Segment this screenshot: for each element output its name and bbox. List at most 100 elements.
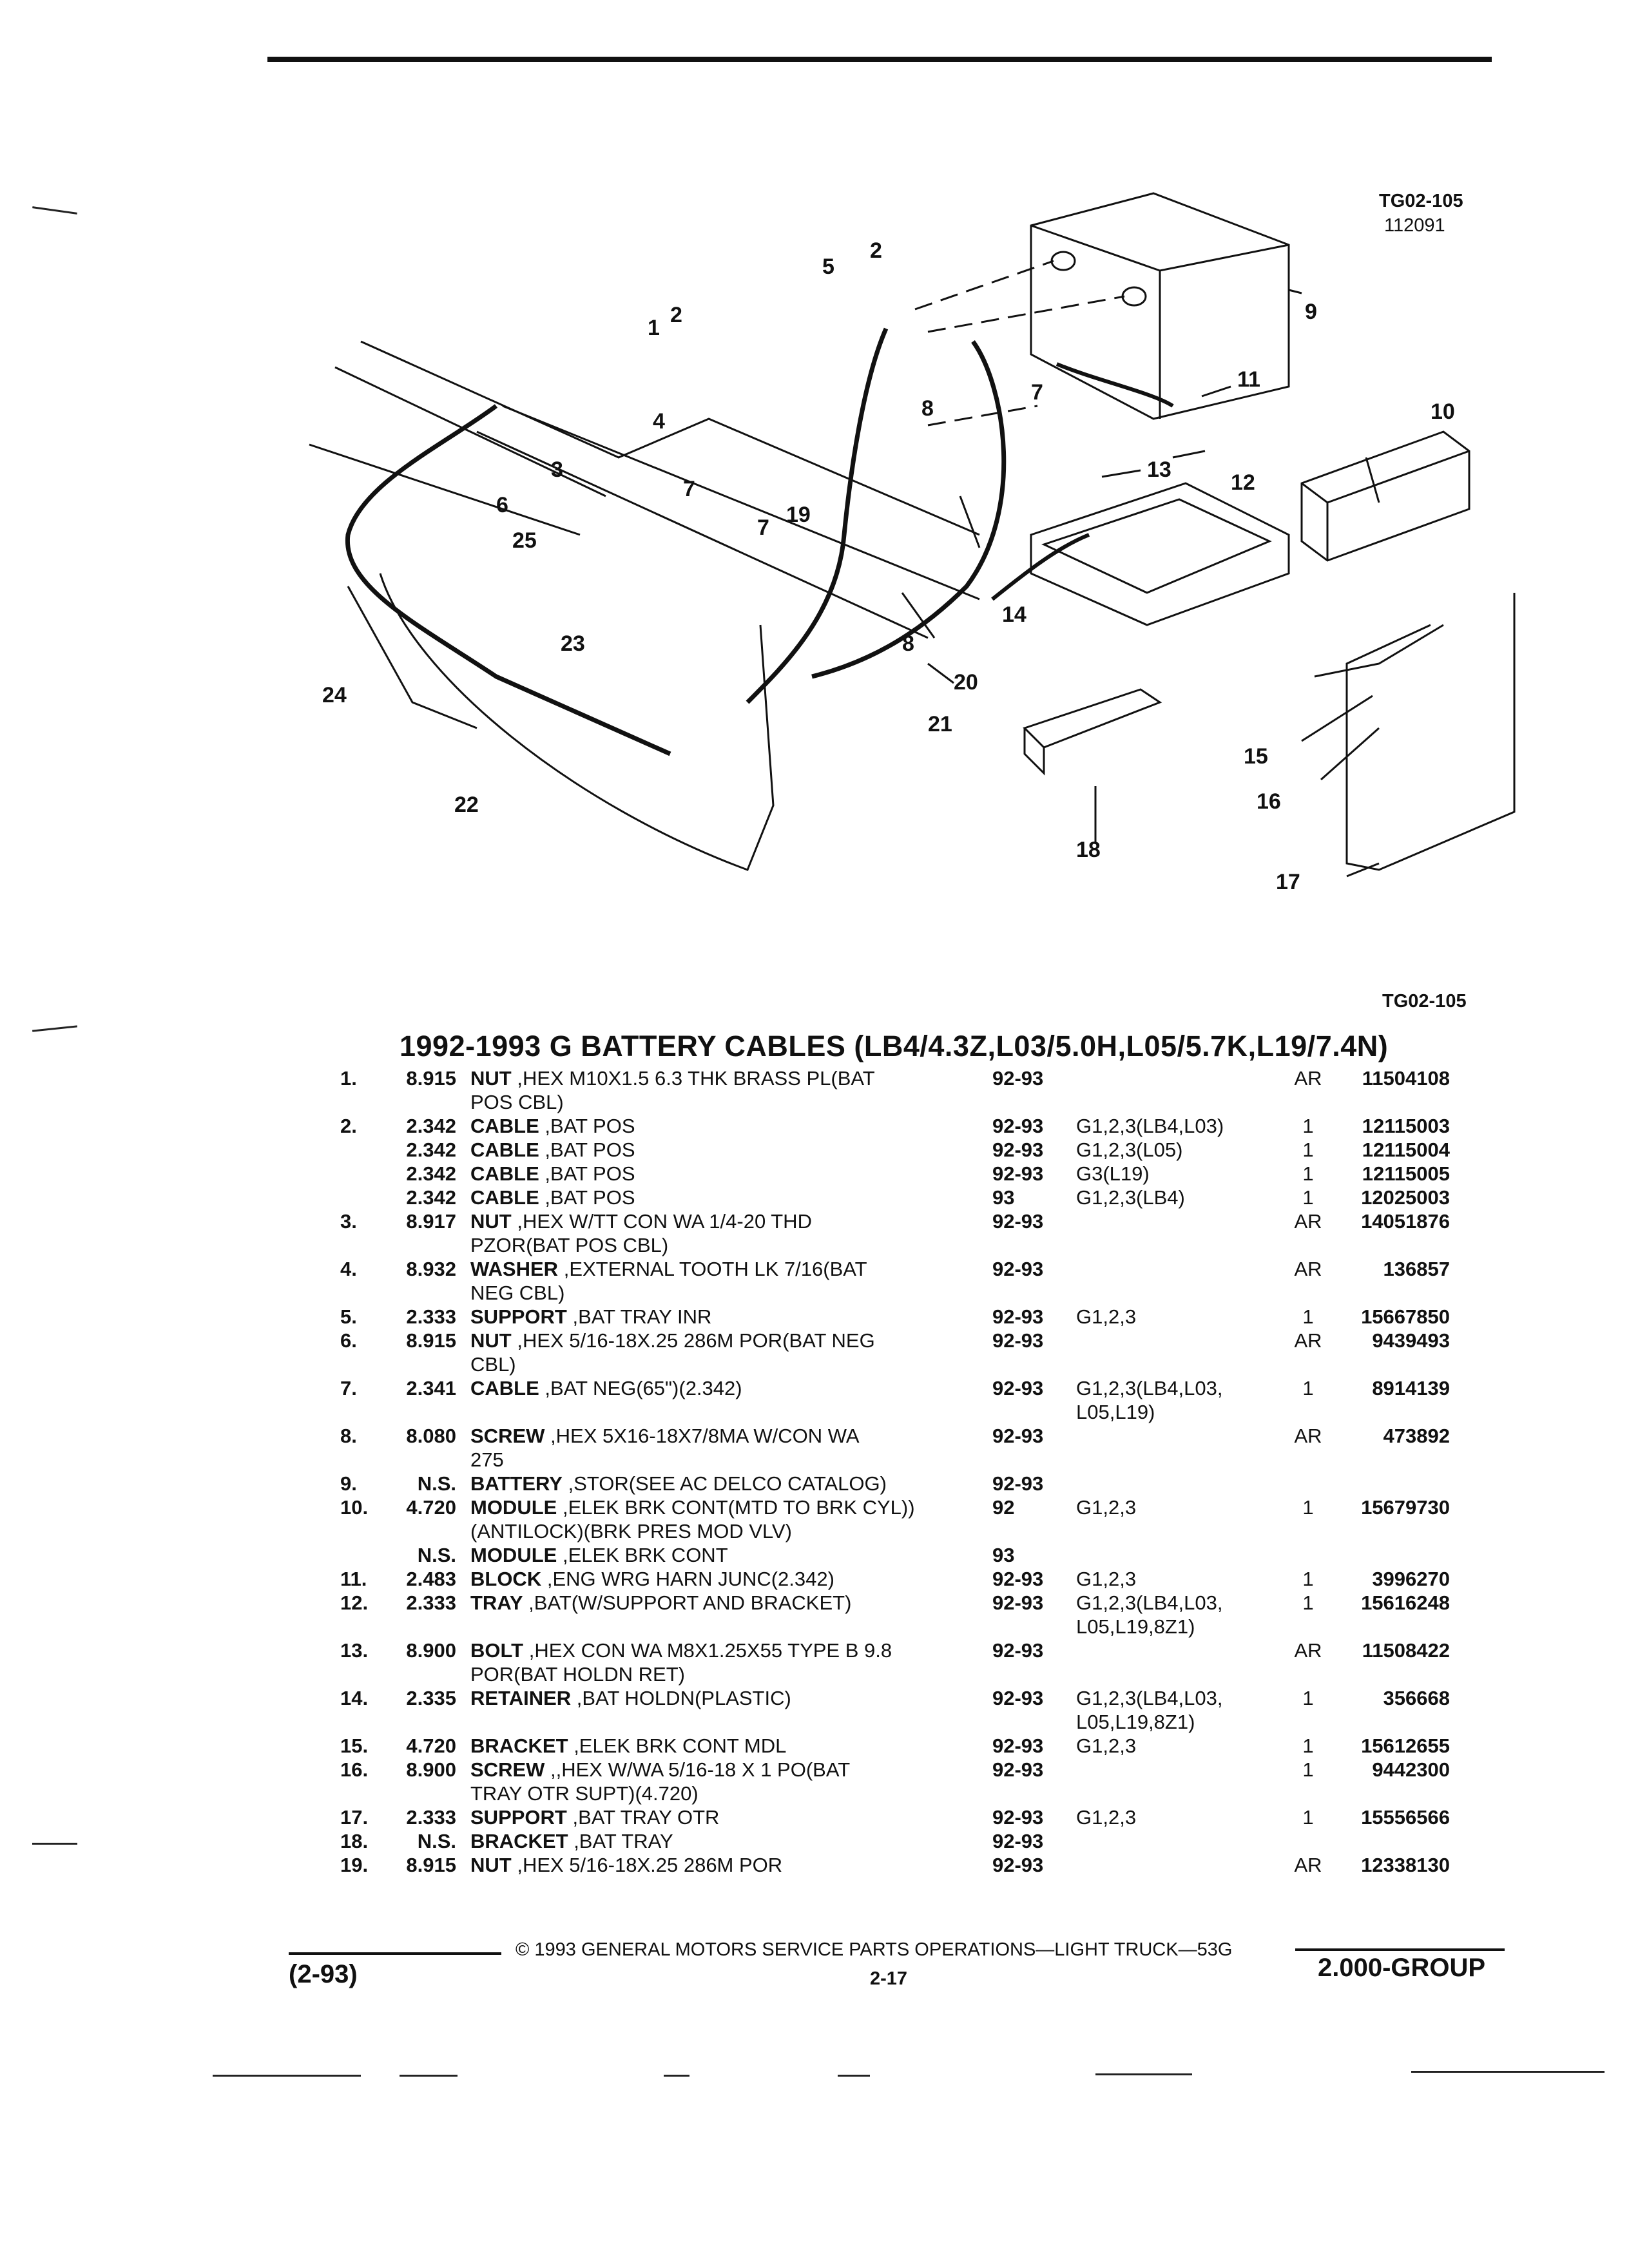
part-name: SUPPORT (470, 1305, 567, 1328)
application (1076, 1758, 1282, 1805)
group-number: 2.333 (406, 1806, 456, 1829)
part-number: 9439493 (1372, 1329, 1450, 1352)
quantity: AR (1294, 1210, 1322, 1233)
footer-revision: (2-93) (289, 1960, 358, 1988)
quantity: 1 (1302, 1735, 1314, 1757)
part-description: MODULE ,ELEK BRK CONT (470, 1543, 992, 1567)
group-number: 8.917 (406, 1210, 456, 1233)
group-number: N.S. (417, 1544, 456, 1566)
part-number: 11504108 (1362, 1067, 1450, 1090)
part-name: BLOCK (470, 1568, 542, 1590)
part-number: 11508422 (1362, 1639, 1450, 1662)
callout-2a: 2 (670, 303, 682, 327)
callout-5: 5 (822, 255, 834, 279)
callout-8a: 8 (921, 396, 934, 421)
part-number: 473892 (1383, 1425, 1450, 1447)
group-number: 8.915 (406, 1067, 456, 1090)
footer-group: 2.000-GROUP (1318, 1954, 1486, 1982)
item-index: 18. (340, 1830, 369, 1852)
part-detail-cont: (ANTILOCK)(BRK PRES MOD VLV) (470, 1520, 792, 1542)
application: G1,2,3(LB4,L03,L05,L19,8Z1) (1076, 1686, 1282, 1734)
part-detail: ,BAT POS (545, 1115, 635, 1137)
item-index: 1. (340, 1067, 357, 1090)
application (1076, 1639, 1282, 1686)
part-name: TRAY (470, 1591, 523, 1614)
part-detail-cont: POR(BAT HOLDN RET) (470, 1663, 685, 1686)
callout-21: 21 (928, 712, 952, 736)
callout-13: 13 (1147, 457, 1171, 482)
quantity: 1 (1302, 1162, 1314, 1185)
item-index: 15. (340, 1735, 369, 1757)
application: G1,2,3 (1076, 1305, 1282, 1329)
part-number: 15556566 (1361, 1806, 1450, 1829)
item-index: 8. (340, 1425, 357, 1447)
item-index: 17. (340, 1806, 369, 1829)
model-years: 93 (992, 1544, 1015, 1566)
quantity: 1 (1302, 1568, 1314, 1590)
quantity: 1 (1302, 1377, 1314, 1399)
part-detail: ,HEX M10X1.5 6.3 THK BRASS PL(BAT (517, 1067, 875, 1090)
quantity (1282, 1543, 1334, 1567)
callout-3: 3 (551, 457, 563, 482)
item-index: 19. (340, 1854, 369, 1876)
item-index: 11. (340, 1568, 367, 1590)
callout-7a: 7 (683, 477, 695, 501)
model-years: 92-93 (992, 1854, 1044, 1876)
part-detail: ,BAT(W/SUPPORT AND BRACKET) (528, 1591, 852, 1614)
part-name: SCREW (470, 1425, 545, 1447)
part-number: 12025003 (1361, 1186, 1450, 1209)
application: G1,2,3(LB4,L03,L05,L19,8Z1) (1076, 1591, 1282, 1639)
part-name: NUT (470, 1329, 512, 1352)
part-description: CABLE ,BAT POS (470, 1114, 992, 1138)
part-detail: ,HEX W/TT CON WA 1/4-20 THD (517, 1210, 812, 1233)
part-name: SCREW (470, 1758, 545, 1781)
part-name: CABLE (470, 1186, 539, 1209)
part-number (1334, 1543, 1450, 1567)
part-number (1334, 1829, 1450, 1853)
scan-mark (400, 2075, 458, 2077)
group-number: 8.932 (406, 1258, 456, 1280)
section-title: 1992-1993 G BATTERY CABLES (LB4/4.3Z,L03… (400, 1030, 1389, 1062)
callout-20: 20 (954, 670, 978, 695)
quantity: 1 (1302, 1305, 1314, 1328)
item-index (303, 1162, 374, 1186)
footer-page: 2-17 (870, 1968, 908, 1989)
callout-17: 17 (1276, 870, 1300, 894)
part-detail: ,HEX 5X16-18X7/8MA W/CON WA (550, 1425, 860, 1447)
quantity: 1 (1302, 1806, 1314, 1829)
application (1076, 1424, 1282, 1472)
figure-code: TG02-105 (1379, 191, 1463, 211)
part-detail: ,BAT POS (545, 1162, 635, 1185)
part-detail: ,ELEK BRK CONT (562, 1544, 728, 1566)
application (1076, 1853, 1282, 1877)
quantity: AR (1294, 1067, 1322, 1090)
model-years: 93 (992, 1186, 1015, 1209)
group-number: 4.720 (406, 1496, 456, 1519)
callout-14: 14 (1002, 602, 1027, 627)
part-description: BATTERY ,STOR(SEE AC DELCO CATALOG) (470, 1472, 992, 1495)
application: G1,2,3(LB4,L03) (1076, 1114, 1282, 1138)
part-name: CABLE (470, 1377, 539, 1399)
part-detail: ,BAT TRAY OTR (572, 1806, 720, 1829)
part-detail: ,BAT TRAY (574, 1830, 673, 1852)
part-description: CABLE ,BAT NEG(65")(2.342) (470, 1376, 992, 1424)
application: G1,2,3(LB4,L03,L05,L19) (1076, 1376, 1282, 1424)
part-name: MODULE (470, 1496, 557, 1519)
application-line-cont: L05,L19,8Z1) (1076, 1615, 1195, 1638)
item-index: 10. (340, 1496, 369, 1519)
model-years: 92-93 (992, 1735, 1044, 1757)
part-detail: ,ELEK BRK CONT MDL (574, 1735, 787, 1757)
group-number: 2.333 (406, 1591, 456, 1614)
item-index: 2. (340, 1115, 357, 1137)
part-detail-cont: 275 (470, 1448, 504, 1471)
footer-copyright: © 1993 GENERAL MOTORS SERVICE PARTS OPER… (516, 1939, 1233, 1960)
